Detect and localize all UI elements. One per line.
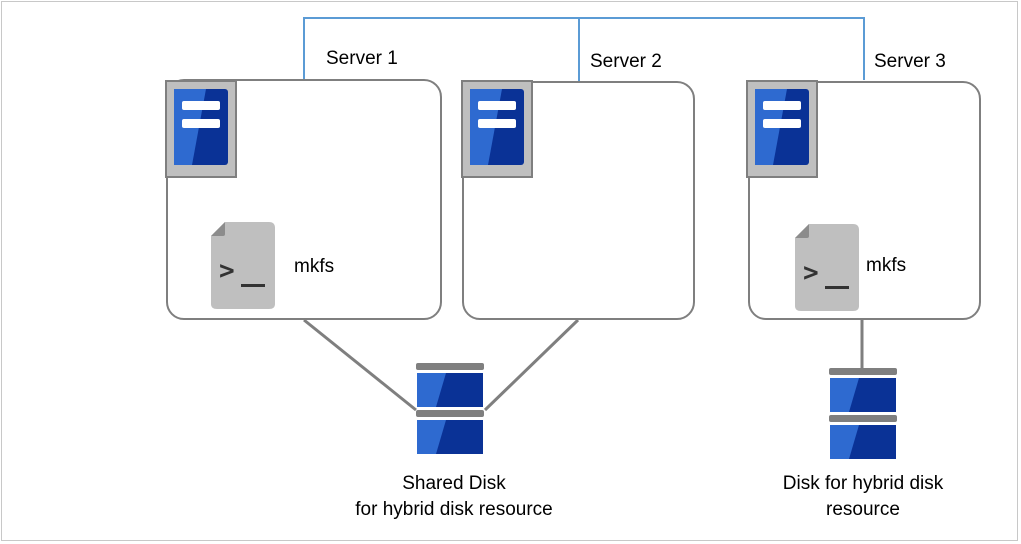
server-3-label: Server 3 <box>874 51 946 72</box>
hybrid-disk-caption: Disk for hybrid disk resource <box>758 471 968 523</box>
server-1-server-icon <box>165 80 237 178</box>
server-3-command-label: mkfs <box>866 255 907 276</box>
shared-disk-caption-line-2: for hybrid disk resource <box>355 499 553 520</box>
network-bus <box>303 17 865 80</box>
hybrid-disk-icon <box>829 368 897 459</box>
server-1-command-label: mkfs <box>294 256 335 277</box>
svg-text:>: > <box>219 256 235 286</box>
network-lines <box>303 17 865 82</box>
server-2-label: Server 2 <box>590 51 662 72</box>
server-1-label: Server 1 <box>326 48 398 69</box>
server-1-disk-link <box>303 318 417 412</box>
server-3-terminal-file-icon: > <box>795 224 859 311</box>
shared-disk-caption-line-1: Shared Disk <box>402 473 506 494</box>
server-2-box <box>462 81 695 320</box>
server-2-server-icon <box>461 80 533 178</box>
shared-disk-caption: Shared Disk for hybrid disk resource <box>320 471 588 523</box>
svg-text:>: > <box>803 258 819 288</box>
hybrid-disk-caption-line-1: Disk for hybrid disk <box>782 473 944 494</box>
shared-disk-icon <box>416 363 484 454</box>
server-2-disk-link <box>483 318 580 412</box>
disk-connection-lines <box>303 318 864 412</box>
server-3-server-icon <box>746 80 818 178</box>
hybrid-disk-caption-line-2: resource <box>826 499 900 520</box>
server-1-terminal-file-icon: > <box>211 222 275 309</box>
